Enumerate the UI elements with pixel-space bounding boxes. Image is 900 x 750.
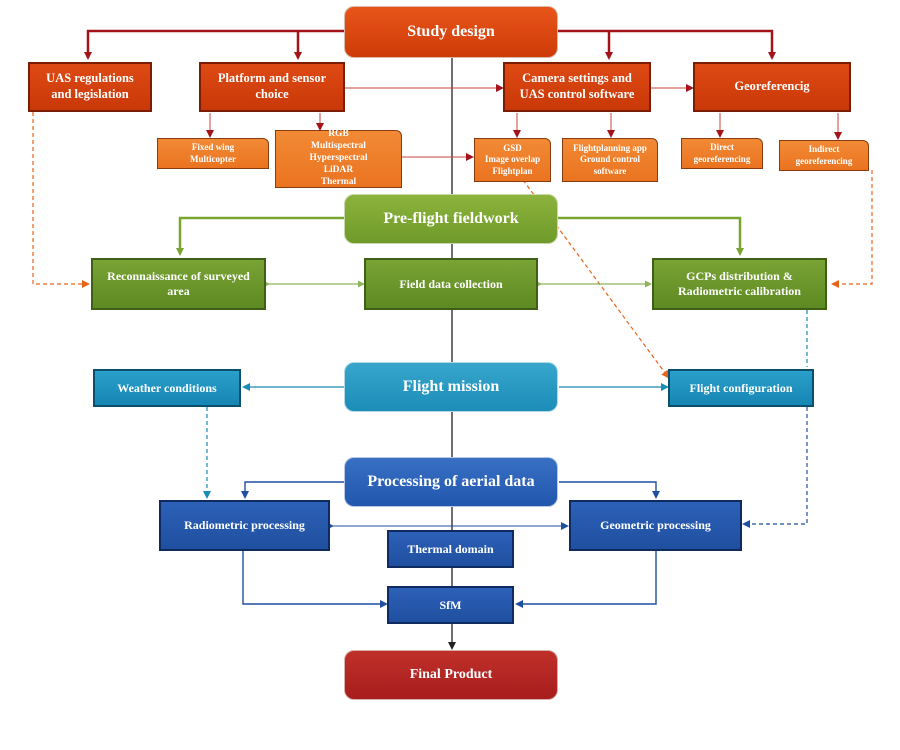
platform-sensor-node: Platform and sensor choice (199, 62, 345, 112)
flightplanning-node: Flightplanning app Ground control softwa… (562, 138, 658, 182)
indirect-georeferencing-node: Indirect georeferencing (779, 140, 869, 171)
camera-settings-node: Camera settings and UAS control software (503, 62, 651, 112)
thermal-domain-node: Thermal domain (387, 530, 514, 568)
uas-regulations-node: UAS regulations and legislation (28, 62, 152, 112)
preflight-fieldwork-node: Pre-flight fieldwork (344, 194, 558, 244)
fixed-wing-node: Fixed wing Multicopter (157, 138, 269, 169)
flight-config-to-geometric (742, 407, 808, 528)
flight-mission-node: Flight mission (344, 362, 558, 412)
study-design-node: Study design (344, 6, 558, 58)
flight-configuration-node: Flight configuration (668, 369, 814, 407)
sensors-node: RGB Multispectral Hyperspectral LiDAR Th… (275, 129, 402, 188)
final-product-node: Final Product (344, 650, 558, 700)
sfm-node: SfM (387, 586, 514, 624)
radiometric-processing-node: Radiometric processing (159, 500, 330, 551)
processing-arrows (241, 481, 660, 608)
reconnaissance-node: Reconnaissance of surveyed area (91, 258, 266, 310)
gcps-radiometric-node: GCPs distribution & Radiometric calibrat… (652, 258, 827, 310)
field-data-collection-node: Field data collection (364, 258, 538, 310)
direct-georeferencing-node: Direct georeferencing (681, 138, 763, 169)
weather-conditions-node: Weather conditions (93, 369, 241, 407)
study-design-branches (84, 29, 776, 60)
processing-aerial-data-node: Processing of aerial data (344, 457, 558, 507)
geometric-processing-node: Geometric processing (569, 500, 742, 551)
teal-dashed-connectors (203, 310, 808, 499)
gsd-node: GSD Image overlap Flightplan (474, 138, 551, 182)
sub-arrows (206, 113, 842, 161)
georeferencing-node: Georeferencig (693, 62, 851, 112)
orange-dashed-connectors (32, 112, 873, 379)
preflight-branches (176, 216, 744, 256)
